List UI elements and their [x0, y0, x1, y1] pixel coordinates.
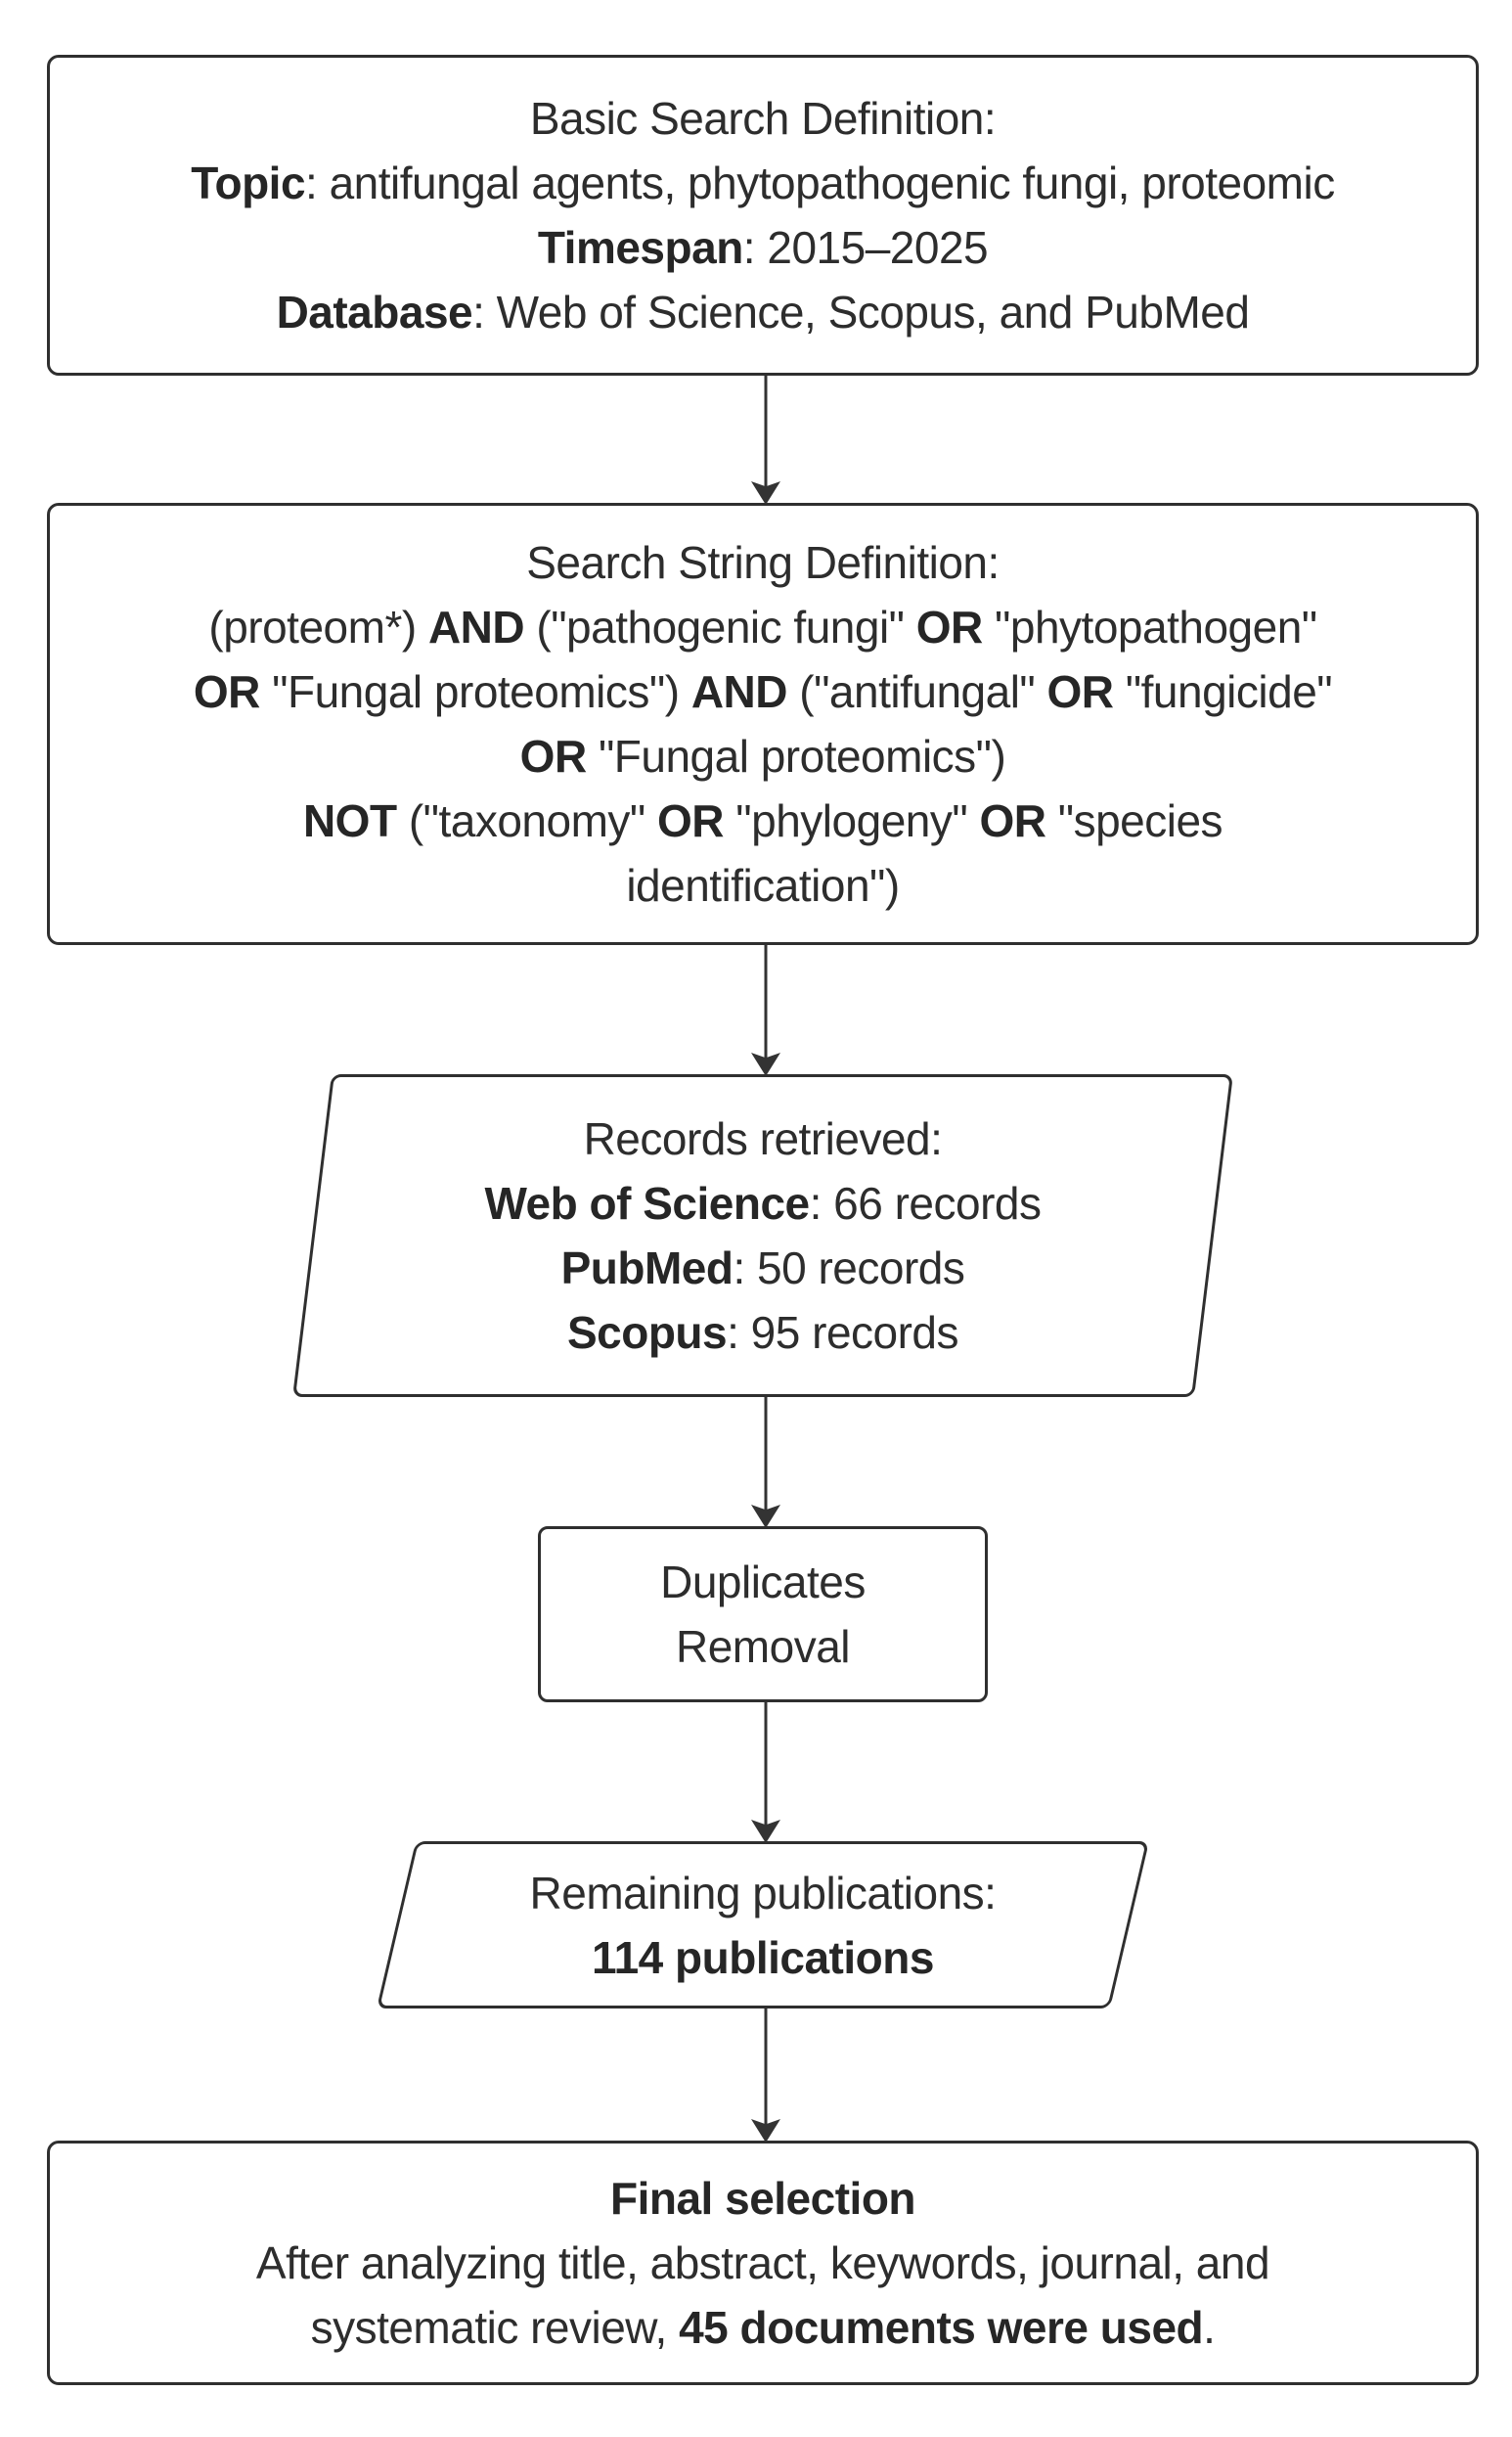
node-line: Database: Web of Science, Scopus, and Pu… [276, 287, 1250, 338]
node-search-shape [47, 503, 1479, 945]
node-line: Basic Search Definition: [529, 93, 997, 144]
node-line: Final selection [609, 2173, 916, 2224]
node-line: Topic: antifungal agents, phytopathogeni… [191, 158, 1335, 208]
node-final-selection: Final selection After analyzing title, a… [47, 2141, 1479, 2385]
node-line: PubMed: 50 records [560, 1242, 965, 1293]
node-line: Records retrieved: [583, 1113, 943, 1164]
node-remaining-publications: Remaining publications: 114 publications [376, 1841, 1150, 2008]
node-line: OR "Fungal proteomics") AND ("antifungal… [193, 666, 1333, 717]
down-arrow-icon [751, 1702, 780, 1843]
node-duplicates-removal: Duplicates Removal [538, 1526, 988, 1702]
down-arrow-icon [751, 376, 780, 505]
node-line: Scopus: 95 records [566, 1307, 959, 1358]
node-line: After analyzing title, abstract, keyword… [255, 2237, 1270, 2288]
node-line: systematic review, 45 documents were use… [310, 2302, 1216, 2353]
down-arrow-icon [751, 1397, 780, 1528]
node-line: OR "Fungal proteomics") [519, 731, 1006, 782]
node-line: identification") [626, 860, 900, 911]
node-basic-search-definition: Basic Search Definition: Topic: antifung… [47, 55, 1479, 376]
node-final-shape [47, 2141, 1479, 2385]
node-records-retrieved: Records retrieved: Web of Science: 66 re… [292, 1074, 1233, 1397]
node-line: (proteom*) AND ("pathogenic fungi" OR "p… [208, 602, 1317, 653]
down-arrow-icon [751, 945, 780, 1076]
node-line: Web of Science: 66 records [484, 1178, 1042, 1229]
node-line: Timespan: 2015–2025 [537, 222, 989, 273]
node-basic-shape [47, 55, 1479, 376]
down-arrow-icon [751, 2008, 780, 2143]
node-duplicates-shape [538, 1526, 988, 1702]
node-line: Duplicates [660, 1557, 866, 1607]
node-line: NOT ("taxonomy" OR "phylogeny" OR "speci… [302, 795, 1223, 846]
node-line: Removal [675, 1621, 851, 1672]
node-line: Search String Definition: [526, 537, 1000, 588]
node-search-string-definition: Search String Definition: (proteom*) AND… [47, 503, 1479, 945]
node-line: Remaining publications: [529, 1867, 997, 1918]
node-line: 114 publications [592, 1931, 934, 1983]
